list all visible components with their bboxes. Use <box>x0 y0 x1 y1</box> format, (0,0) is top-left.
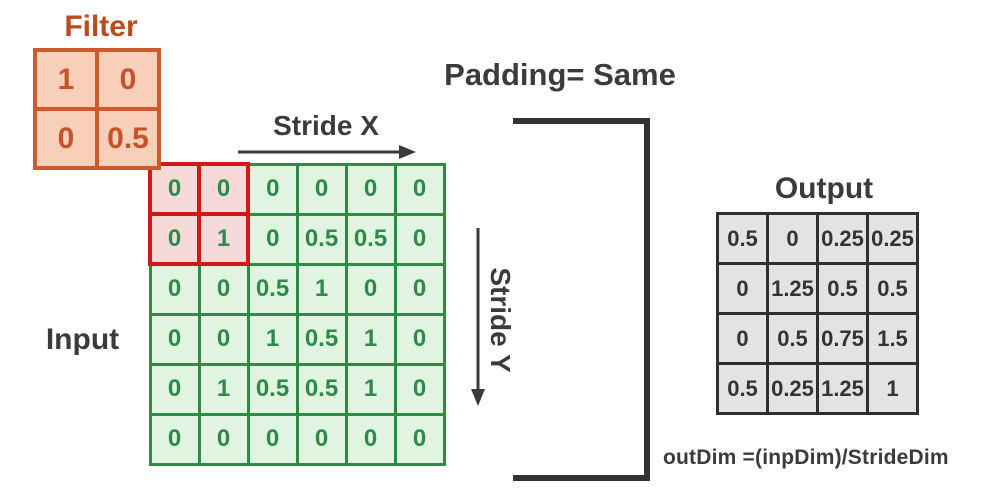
formula-text: outDim =(inpDim)/StrideDim <box>663 446 949 469</box>
grid-cell: 1 <box>344 312 397 366</box>
bracket-shape <box>513 118 650 481</box>
grid-cell: 0.75 <box>816 312 869 365</box>
grid-cell: 0.5 <box>95 107 161 170</box>
output-label: Output <box>774 172 874 205</box>
grid-cell: 0.5 <box>766 312 819 365</box>
grid-cell: 0 <box>246 212 299 266</box>
grid-cell: 0 <box>148 212 201 266</box>
grid-cell: 0.5 <box>344 212 397 266</box>
grid-cell: 0 <box>716 262 769 315</box>
grid-cell: 1.25 <box>816 362 869 415</box>
grid-cell: 1.25 <box>766 262 819 315</box>
grid-cell: 0 <box>33 107 99 170</box>
grid-cell: 0.5 <box>246 262 299 316</box>
grid-cell: 0 <box>295 162 348 216</box>
grid-cell: 0 <box>766 212 819 265</box>
grid-cell: 0.5 <box>295 212 348 266</box>
grid-cell: 0 <box>393 162 446 216</box>
grid-cell: 0.5 <box>816 262 869 315</box>
grid-cell: 0 <box>393 412 446 466</box>
stride-y-label: Stride Y <box>485 267 516 373</box>
grid-cell: 0 <box>295 412 348 466</box>
grid-cell: 1 <box>246 312 299 366</box>
grid-cell: 0.5 <box>246 362 299 416</box>
grid-cell: 0.5 <box>295 362 348 416</box>
grid-cell: 1 <box>344 362 397 416</box>
grid-cell: 0 <box>393 362 446 416</box>
grid-cell: 0 <box>197 162 250 216</box>
grid-cell: 1.5 <box>866 312 919 365</box>
grid-cell: 0 <box>148 312 201 366</box>
grid-cell: 0.5 <box>716 212 769 265</box>
grid-cell: 0 <box>197 262 250 316</box>
grid-cell: 0 <box>716 312 769 365</box>
grid-cell: 0 <box>393 212 446 266</box>
grid-cell: 0 <box>148 162 201 216</box>
grid-cell: 0 <box>344 412 397 466</box>
stride-x-arrow-icon <box>238 145 416 159</box>
grid-cell: 0 <box>197 312 250 366</box>
grid-cell: 0 <box>148 262 201 316</box>
grid-cell: 0 <box>246 412 299 466</box>
grid-cell: 0.5 <box>866 262 919 315</box>
grid-cell: 0 <box>246 162 299 216</box>
filter-label: Filter <box>64 10 138 43</box>
stride-x-label: Stride X <box>273 110 379 141</box>
grid-cell: 1 <box>33 48 99 111</box>
grid-cell: 0 <box>148 412 201 466</box>
grid-cell: 0.5 <box>716 362 769 415</box>
grid-cell: 0 <box>393 312 446 366</box>
grid-cell: 0.25 <box>816 212 869 265</box>
grid-cell: 0 <box>148 362 201 416</box>
input-label: Input <box>45 323 120 356</box>
grid-cell: 0.25 <box>766 362 819 415</box>
grid-cell: 0.5 <box>295 312 348 366</box>
padding-label: Padding= Same <box>444 57 676 92</box>
grid-cell: 0.25 <box>866 212 919 265</box>
grid-cell: 0 <box>197 412 250 466</box>
grid-cell: 1 <box>197 362 250 416</box>
grid-cell: 1 <box>197 212 250 266</box>
grid-cell: 1 <box>295 262 348 316</box>
stride-y-arrow-icon <box>471 228 485 406</box>
grid-cell: 1 <box>866 362 919 415</box>
grid-cell: 0 <box>393 262 446 316</box>
grid-cell: 0 <box>344 262 397 316</box>
grid-cell: 0 <box>95 48 161 111</box>
grid-cell: 0 <box>344 162 397 216</box>
